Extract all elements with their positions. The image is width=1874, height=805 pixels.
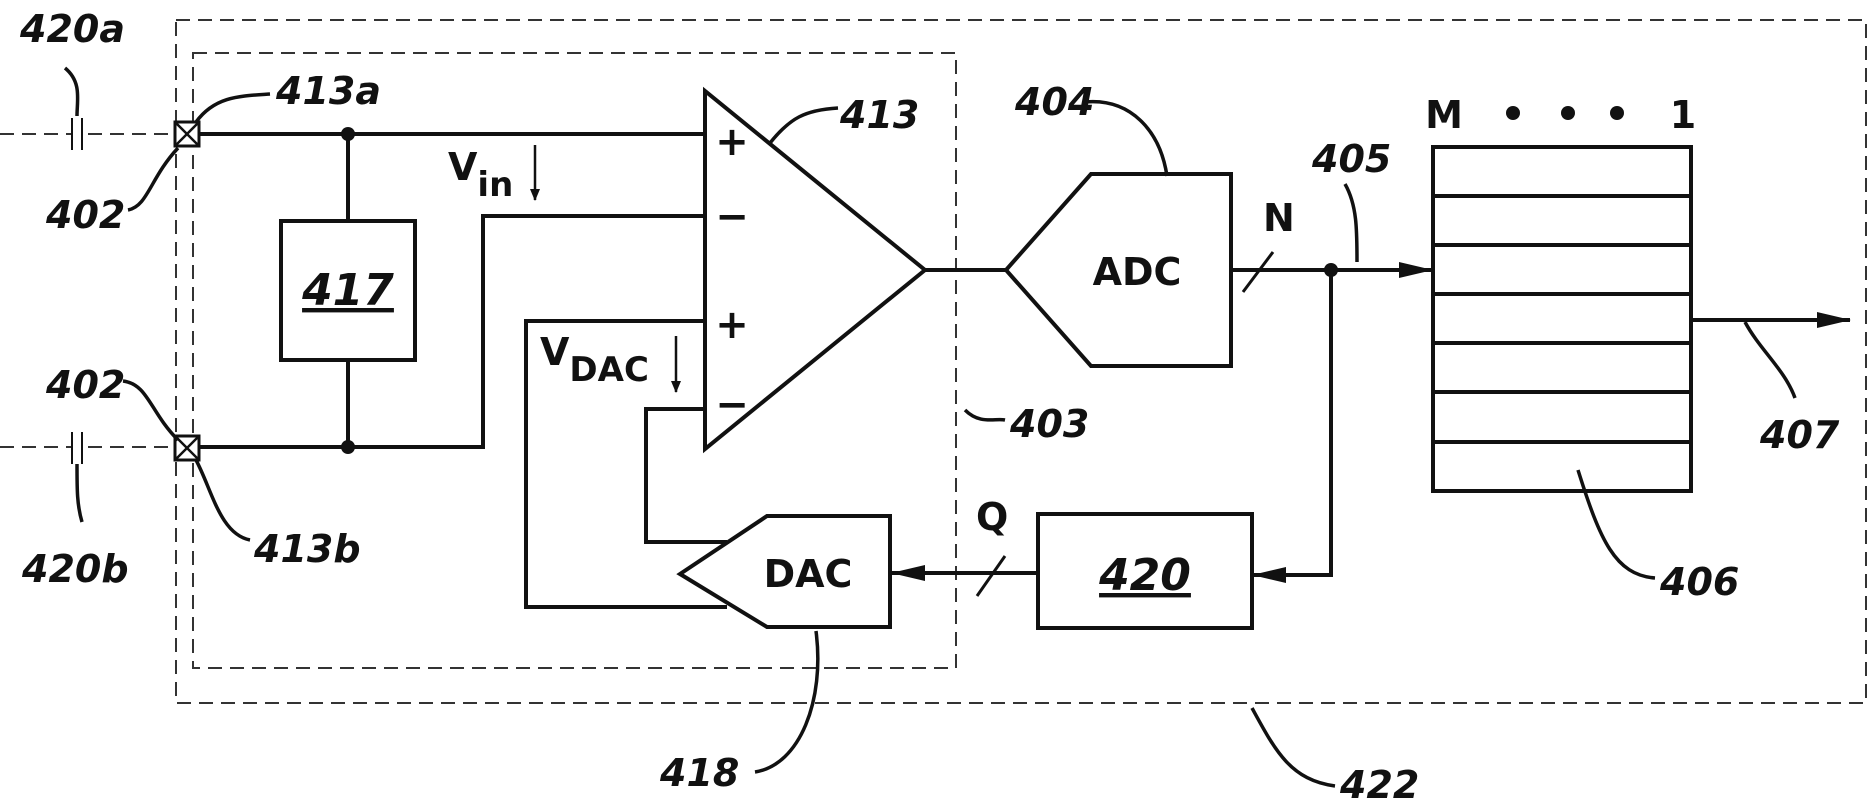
opamp-sign-plus-2: +	[715, 302, 749, 348]
wire-bus-to-420	[1253, 270, 1331, 575]
bus-q-slash	[977, 556, 1005, 596]
line-break-420b	[72, 432, 82, 464]
leader-413a	[196, 94, 270, 122]
adc-label: ADC	[1093, 250, 1182, 294]
leader-420a	[65, 68, 78, 116]
leader-413b	[196, 460, 250, 540]
ref-407: 407	[1759, 413, 1840, 457]
opamp-sign-minus-1: −	[715, 194, 749, 240]
register-m-label: M	[1425, 93, 1463, 137]
ref-422: 422	[1339, 763, 1419, 805]
leader-422	[1252, 708, 1335, 786]
vdac-label: VDAC	[540, 330, 649, 390]
opamp-sign-plus-1: +	[715, 119, 749, 165]
leader-403	[965, 410, 1005, 420]
ref-413b: 413b	[253, 527, 361, 571]
bus-n-label: N	[1263, 196, 1295, 240]
junction-bottom	[341, 440, 355, 454]
register-dot-1	[1506, 106, 1520, 120]
ref-403: 403	[1009, 402, 1089, 446]
ref-402-top: 402	[45, 193, 125, 237]
leader-404	[1085, 102, 1167, 176]
vin-label: Vin	[448, 145, 513, 205]
ref-413a: 413a	[275, 69, 381, 113]
terminal-top-402	[175, 122, 199, 146]
ref-406: 406	[1659, 560, 1739, 604]
ref-404: 404	[1014, 80, 1094, 124]
ref-418: 418	[659, 751, 739, 795]
leader-405	[1345, 184, 1357, 262]
junction-top	[341, 127, 355, 141]
wire-bottom-to-minus	[199, 216, 705, 447]
block-417-label: 417	[301, 265, 394, 316]
register-dot-2	[1561, 106, 1575, 120]
leader-420b	[77, 464, 82, 522]
opamp-sign-minus-2: −	[715, 382, 749, 428]
ref-402-bottom: 402	[45, 363, 125, 407]
leader-402-top	[128, 148, 178, 210]
ref-420b: 420b	[21, 547, 129, 591]
register-1-label: 1	[1670, 93, 1696, 137]
leader-418	[755, 631, 818, 772]
leader-407	[1745, 322, 1795, 398]
terminal-bottom-402	[175, 436, 199, 460]
leader-402-bottom	[123, 381, 178, 440]
leader-413	[770, 108, 838, 143]
dac-label: DAC	[764, 552, 853, 596]
bus-q-label: Q	[976, 495, 1008, 539]
register-406	[1433, 147, 1691, 491]
ref-405: 405	[1311, 137, 1391, 181]
block-420-label: 420	[1098, 550, 1191, 601]
ref-420a: 420a	[19, 7, 125, 51]
ref-413: 413	[839, 93, 919, 137]
line-break-420a	[72, 118, 82, 150]
register-dot-3	[1610, 106, 1624, 120]
